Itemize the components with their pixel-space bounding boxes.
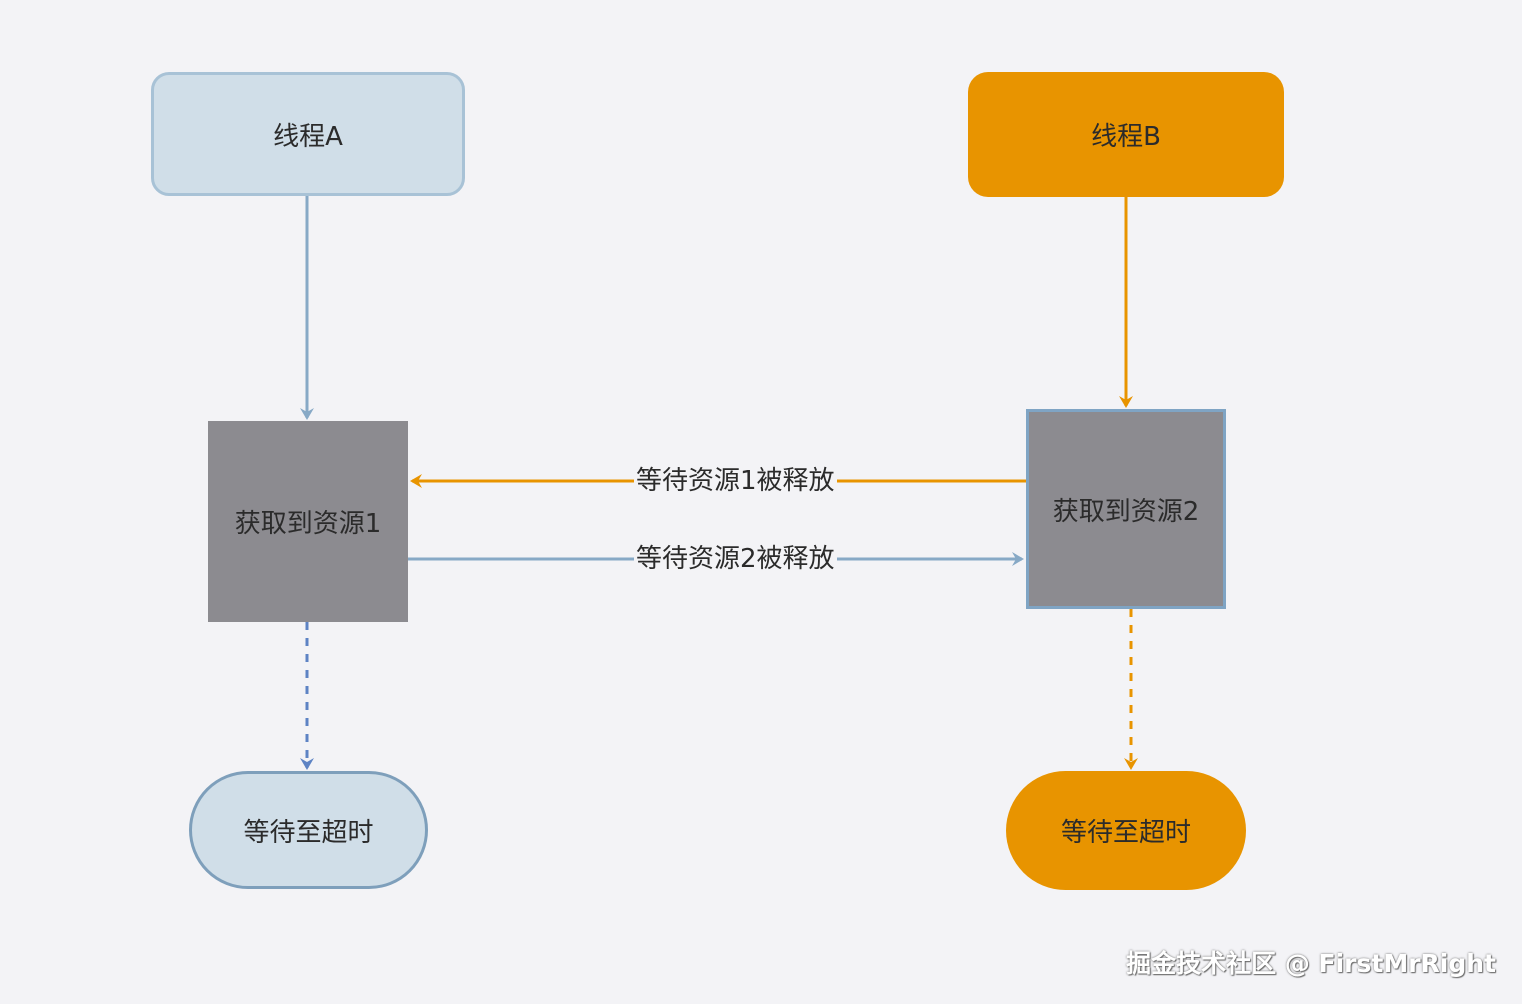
thread-a-label: 线程A <box>273 121 343 152</box>
resource-1-node: 获取到资源1 <box>208 421 408 622</box>
resource-2-node: 获取到资源2 <box>1026 409 1226 609</box>
thread-b-label: 线程B <box>1091 122 1161 152</box>
timeout-b-node: 等待至超时 <box>1006 771 1246 890</box>
thread-b-node: 线程B <box>968 72 1284 197</box>
wait-resource-2-label: 等待资源2被释放 <box>634 543 837 575</box>
watermark: 掘金技术社区 @ FirstMrRight <box>1126 949 1496 978</box>
wait-resource-1-label: 等待资源1被释放 <box>634 465 837 497</box>
timeout-b-label: 等待至超时 <box>1060 818 1191 848</box>
resource-1-label: 获取到资源1 <box>234 509 382 539</box>
resource-2-label: 获取到资源2 <box>1052 496 1200 527</box>
thread-a-node: 线程A <box>151 72 465 196</box>
timeout-a-node: 等待至超时 <box>189 771 428 889</box>
timeout-a-label: 等待至超时 <box>243 817 374 848</box>
